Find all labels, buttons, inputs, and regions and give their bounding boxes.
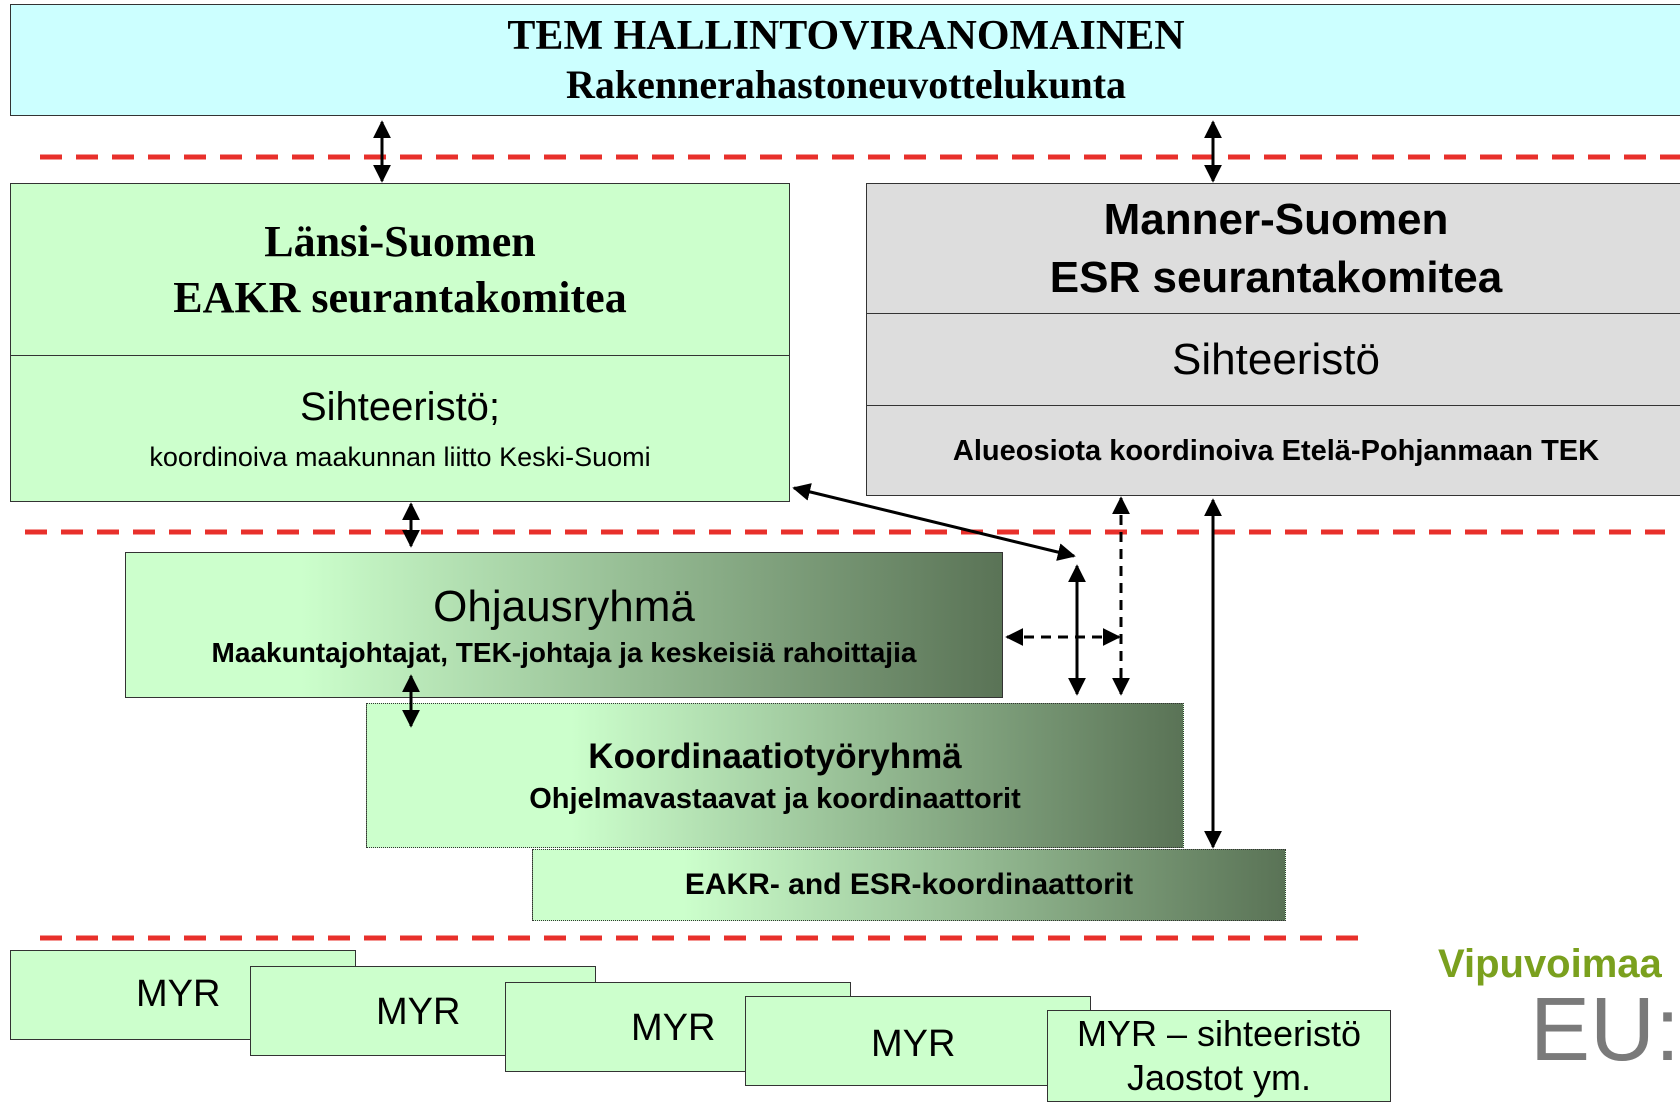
eakr-coordinator: koordinoiva maakunnan liitto Keski-Suomi [149, 441, 651, 472]
arrow-eakr-diagonal [792, 483, 1076, 561]
coordination-group-box: Koordinaatiotyöryhmä Ohjelmavastaavat ja… [366, 703, 1184, 848]
esr-committee-box: Manner-Suomen ESR seurantakomitea Sihtee… [866, 183, 1680, 496]
coordinators-box: EAKR- and ESR-koordinaattorit [532, 849, 1286, 921]
myr-secretariat-line1: MYR – sihteeristö [1076, 1013, 1362, 1054]
myr-label-2: MYR [376, 991, 461, 1033]
separator-lines [25, 154, 1680, 941]
myr-label-4: MYR [871, 1023, 956, 1065]
steering-members: Maakuntajohtajat, TEK-johtaja ja keskeis… [211, 637, 917, 668]
vipuvoimaa-logo-text: Vipuvoimaa [1438, 942, 1662, 986]
tem-title: TEM HALLINTOVIRANOMAINEN [507, 13, 1185, 59]
eakr-secretariat: Sihteeristö; [299, 384, 501, 429]
esr-secretariat-area: Sihteeristö [867, 314, 1680, 406]
esr-title-area: Manner-Suomen ESR seurantakomitea [867, 184, 1680, 314]
esr-coordinator-area: Alueosiota koordinoiva Etelä-Pohjanmaan … [867, 406, 1680, 495]
myr-label-3: MYR [631, 1007, 716, 1049]
eakr-secretariat-area: Sihteeristö; koordinoiva maakunnan liitt… [11, 356, 789, 501]
myr-box-4: MYR [745, 996, 1091, 1086]
eakr-committee-box: Länsi-Suomen EAKR seurantakomitea Sihtee… [10, 183, 790, 502]
coordinators-label: EAKR- and ESR-koordinaattorit [684, 868, 1134, 901]
coordination-members: Ohjelmavastaavat ja koordinaattorit [529, 782, 1021, 815]
myr-secretariat-box: MYR – sihteeristö Jaostot ym. [1047, 1010, 1391, 1102]
eakr-title-line1: Länsi-Suomen [264, 216, 536, 266]
myr-secretariat-line2: Jaostot ym. [1126, 1057, 1312, 1098]
esr-coordinator: Alueosiota koordinoiva Etelä-Pohjanmaan … [952, 434, 1600, 467]
coordination-title: Koordinaatiotyöryhmä [588, 736, 962, 776]
tem-subtitle: Rakennerahastoneuvottelukunta [565, 62, 1127, 107]
myr-label-1: MYR [136, 973, 221, 1015]
eu-logo-text: EU: [1530, 980, 1680, 1080]
eakr-title-line2: EAKR seurantakomitea [173, 272, 627, 322]
tem-authority-box: TEM HALLINTOVIRANOMAINEN Rakennerahaston… [10, 4, 1680, 116]
esr-title-line1: Manner-Suomen [1103, 194, 1449, 244]
steering-group-box: Ohjausryhmä Maakuntajohtajat, TEK-johtaj… [125, 552, 1003, 698]
eakr-title-area: Länsi-Suomen EAKR seurantakomitea [11, 184, 789, 356]
esr-title-line2: ESR seurantakomitea [1049, 252, 1503, 302]
steering-title: Ohjausryhmä [433, 582, 695, 631]
arrows [373, 120, 1222, 849]
esr-secretariat: Sihteeristö [1172, 334, 1380, 384]
